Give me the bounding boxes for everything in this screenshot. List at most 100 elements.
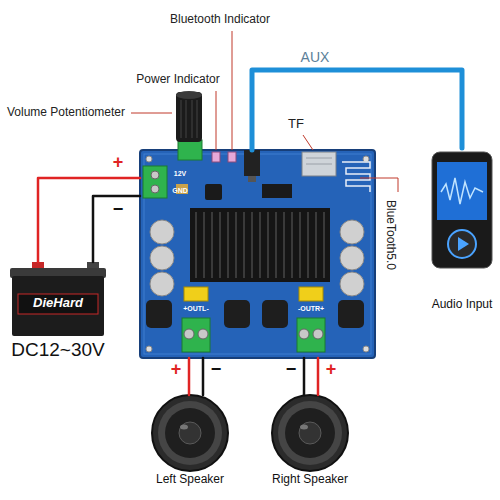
aux-jack [244, 150, 260, 176]
circuit-board [363, 346, 369, 352]
wire-label: − [211, 360, 222, 380]
wire [38, 178, 140, 262]
speaker-icon [152, 395, 228, 471]
volume-knob [186, 100, 187, 138]
capacitors [340, 246, 364, 270]
audio-player [437, 162, 487, 220]
brand-text: DieHard [33, 296, 83, 310]
audio-player [448, 230, 476, 258]
speaker: Left Speaker [140, 395, 240, 490]
silkscreen-text: GND [172, 187, 188, 195]
silkscreen-text: -OUTR+ [298, 305, 324, 313]
circuit-board [140, 150, 375, 358]
indicator-leds [228, 152, 236, 162]
voltage-label: DC12~30V [11, 340, 104, 361]
speaker-icon [152, 395, 348, 471]
tf-slot [306, 158, 332, 159]
wire-label: + [113, 153, 124, 173]
speaker-icon [278, 401, 342, 465]
power-terminal [143, 166, 167, 198]
wire-label: − [286, 360, 297, 380]
heatsink [190, 208, 330, 282]
device-caption: Right Speaker [272, 473, 348, 486]
speaker-icon [272, 395, 348, 471]
battery [12, 276, 104, 336]
wire-label: + [326, 360, 337, 380]
amplifier-board: 12V GND +OUTL- -OUTR+ [140, 150, 375, 358]
indicator-leds [212, 152, 220, 162]
volume-knob [197, 100, 198, 138]
chips [205, 184, 222, 200]
circuit-board [144, 154, 371, 354]
wire [303, 358, 306, 395]
speaker-icon [285, 408, 335, 458]
capacitors [340, 220, 364, 244]
callout-label: Power Indicator [136, 73, 219, 86]
car-battery: DieHardDC12~30V [8, 262, 108, 362]
audio-player [432, 152, 492, 268]
callout-label: Volume Potentiometer [7, 106, 125, 119]
silkscreen-text: +OUTL- [183, 305, 208, 313]
speaker-terminals [313, 329, 323, 339]
speaker: Right Speaker [260, 395, 360, 490]
aux-jack [248, 176, 256, 182]
callout-label: Bluetooth Indicator [170, 13, 270, 26]
chips [176, 184, 292, 200]
wire [93, 196, 140, 262]
audio-player [432, 152, 492, 268]
device-caption: Left Speaker [156, 473, 224, 486]
speaker-terminals [182, 318, 325, 352]
wire-label: + [171, 360, 182, 380]
aux-jack [244, 150, 260, 182]
speaker-icon [179, 422, 201, 444]
circuit-board [140, 150, 375, 358]
leader-line [360, 178, 398, 192]
volume-knob [176, 91, 202, 160]
wire-label: AUX [301, 50, 330, 65]
speaker-icon [299, 422, 321, 444]
circuit-board [146, 156, 152, 162]
battery [18, 294, 98, 314]
tf-slot [302, 152, 336, 176]
wire [188, 358, 191, 395]
circuit-board [146, 346, 152, 352]
capacitors [150, 220, 174, 244]
inductors [146, 300, 172, 328]
tf-slot [306, 164, 332, 165]
volume-knob [176, 91, 202, 99]
audio-player [458, 237, 469, 251]
inductors [262, 300, 288, 328]
volume-knob [181, 100, 182, 138]
heatsink [190, 208, 330, 282]
speaker-terminals [299, 329, 309, 339]
volume-knob [178, 140, 202, 160]
capacitors [150, 220, 364, 296]
indicator-leds [212, 152, 236, 162]
inductors [338, 300, 364, 328]
heatsink [196, 212, 324, 278]
speaker-icon [158, 401, 222, 465]
silkscreen-text: 12V [174, 170, 186, 178]
capacitors [150, 272, 174, 296]
wire [317, 358, 320, 395]
callout-label: BlueTooth5.0 [383, 200, 396, 270]
output-capacitors [184, 287, 323, 301]
leader-line [216, 91, 217, 150]
circuit-board [363, 156, 369, 162]
audio-player [441, 178, 483, 204]
device-caption: Audio Input [432, 298, 493, 311]
speaker-icon [180, 425, 188, 430]
chips [262, 184, 292, 198]
speaker-icon [300, 425, 308, 430]
capacitors [150, 246, 174, 270]
callout-label: TF [288, 117, 304, 131]
volume-knob [176, 92, 202, 142]
speaker-icon [165, 408, 215, 458]
speaker-terminals [198, 329, 208, 339]
leader-line [131, 31, 398, 192]
speaker-terminals [182, 318, 210, 352]
